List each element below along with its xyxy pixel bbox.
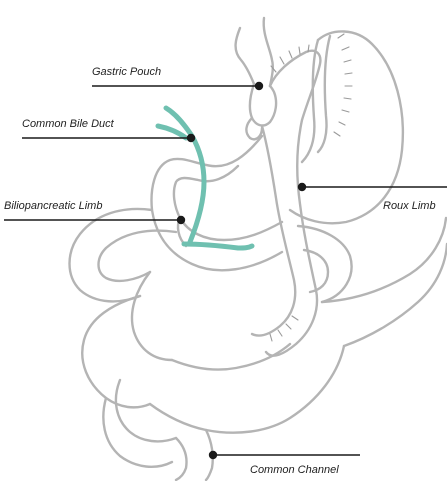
label-common-bile-duct: Common Bile Duct (22, 118, 115, 130)
label-biliopancreatic-limb: Biliopancreatic Limb (4, 200, 102, 212)
leader-common-bile-duct (22, 134, 195, 142)
leader-gastric-pouch (92, 82, 263, 90)
roux-limb (252, 45, 320, 356)
common-bile-duct (158, 108, 252, 248)
label-gastric-pouch: Gastric Pouch (92, 66, 161, 78)
gastric-pouch (246, 84, 276, 139)
leader-biliopancreatic-limb (4, 216, 185, 224)
remnant-stomach (290, 31, 403, 223)
label-roux-limb: Roux Limb (383, 200, 436, 212)
biliopancreatic-limb (152, 136, 282, 270)
leader-common-channel (209, 451, 360, 459)
label-common-channel: Common Channel (250, 464, 339, 476)
small-intestine (70, 209, 447, 480)
esophagus (236, 18, 273, 86)
leader-roux-limb (298, 183, 447, 191)
